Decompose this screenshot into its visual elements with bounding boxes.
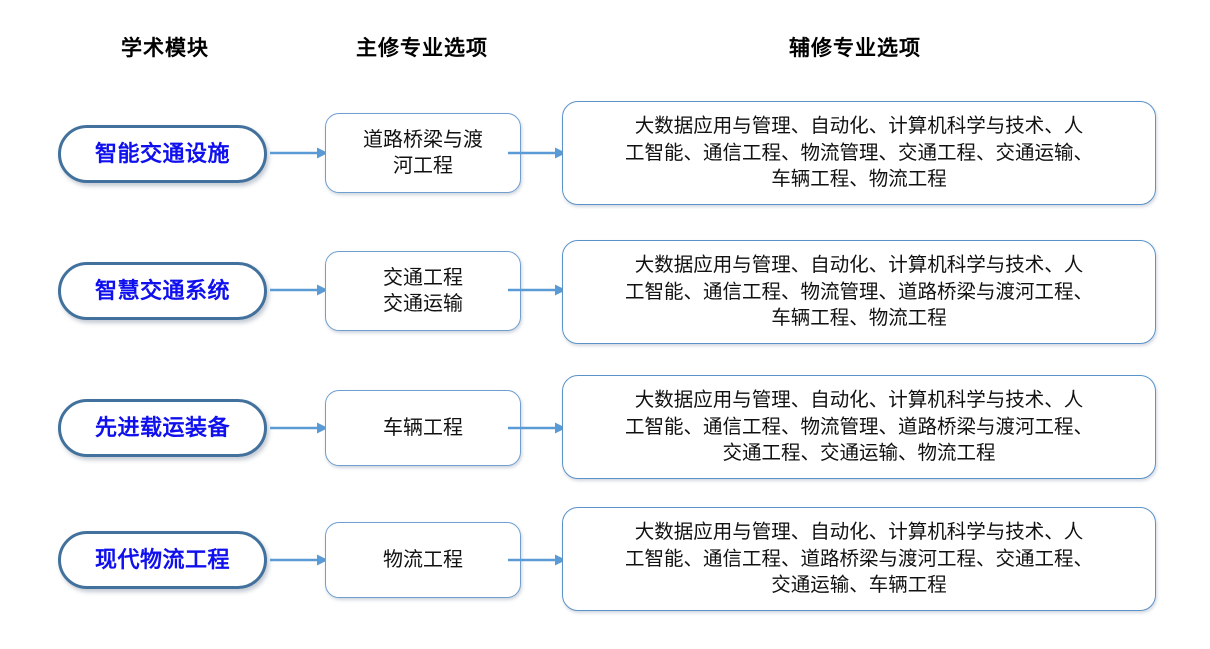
minor-option-box[interactable]: 大数据应用与管理、自动化、计算机科学与技术、人工智能、通信工程、物流管理、道路桥… bbox=[562, 240, 1156, 344]
arrow-right-icon bbox=[270, 553, 328, 567]
arrow-right-icon bbox=[270, 421, 328, 435]
arrow-right-icon bbox=[508, 146, 566, 160]
minor-option-line: 车辆工程、物流工程 bbox=[771, 168, 947, 191]
minor-option-line: 工智能、通信工程、物流管理、道路桥梁与渡河工程、 bbox=[624, 415, 1093, 438]
arrow-right-icon bbox=[508, 553, 566, 567]
major-option-line: 河工程 bbox=[393, 155, 453, 177]
major-option-box[interactable]: 物流工程 bbox=[325, 522, 521, 598]
minor-option-line: 大数据应用与管理、自动化、计算机科学与技术、人 bbox=[634, 115, 1084, 138]
major-option-line: 车辆工程 bbox=[383, 416, 463, 439]
major-option-line: 交通运输 bbox=[383, 293, 463, 315]
major-option-line: 道路桥梁与渡 bbox=[363, 128, 483, 151]
minor-option-box[interactable]: 大数据应用与管理、自动化、计算机科学与技术、人工智能、通信工程、物流管理、道路桥… bbox=[562, 375, 1156, 479]
minor-option-line: 工智能、通信工程、道路桥梁与渡河工程、交通工程、 bbox=[624, 547, 1093, 570]
academic-module-label: 现代物流工程 bbox=[94, 547, 230, 572]
major-option-line: 物流工程 bbox=[383, 548, 463, 571]
arrow-right-icon bbox=[270, 283, 328, 297]
minor-option-line: 大数据应用与管理、自动化、计算机科学与技术、人 bbox=[634, 521, 1084, 544]
academic-module-label: 先进载运装备 bbox=[94, 415, 230, 440]
minor-option-line: 工智能、通信工程、物流管理、交通工程、交通运输、 bbox=[624, 141, 1093, 164]
major-option-box[interactable]: 车辆工程 bbox=[325, 390, 521, 466]
academic-module-label: 智能交通设施 bbox=[94, 141, 230, 166]
column-header-minor: 辅修专业选项 bbox=[789, 37, 921, 60]
arrow-right-icon bbox=[508, 421, 566, 435]
minor-option-line: 工智能、通信工程、物流管理、道路桥梁与渡河工程、 bbox=[624, 280, 1093, 303]
minor-option-line: 交通运输、车辆工程 bbox=[771, 574, 947, 597]
minor-option-line: 车辆工程、物流工程 bbox=[771, 307, 947, 330]
minor-option-box[interactable]: 大数据应用与管理、自动化、计算机科学与技术、人工智能、通信工程、物流管理、交通工… bbox=[562, 101, 1156, 205]
minor-option-line: 大数据应用与管理、自动化、计算机科学与技术、人 bbox=[634, 254, 1084, 277]
academic-module-label: 智慧交通系统 bbox=[94, 278, 230, 303]
academic-module-pill[interactable]: 现代物流工程 bbox=[58, 531, 267, 589]
minor-option-line: 交通工程、交通运输、物流工程 bbox=[722, 442, 996, 465]
academic-module-pill[interactable]: 先进载运装备 bbox=[58, 399, 267, 457]
academic-module-pill[interactable]: 智能交通设施 bbox=[58, 125, 267, 183]
major-option-box[interactable]: 道路桥梁与渡河工程 bbox=[325, 113, 521, 193]
major-option-box[interactable]: 交通工程交通运输 bbox=[325, 251, 521, 331]
academic-module-pill[interactable]: 智慧交通系统 bbox=[58, 262, 267, 320]
column-header-module: 学术模块 bbox=[121, 37, 209, 60]
arrow-right-icon bbox=[270, 146, 328, 160]
minor-option-line: 大数据应用与管理、自动化、计算机科学与技术、人 bbox=[634, 389, 1084, 412]
arrow-right-icon bbox=[508, 283, 566, 297]
minor-option-box[interactable]: 大数据应用与管理、自动化、计算机科学与技术、人工智能、通信工程、道路桥梁与渡河工… bbox=[562, 507, 1156, 611]
column-header-major: 主修专业选项 bbox=[356, 37, 488, 60]
major-option-line: 交通工程 bbox=[383, 266, 463, 289]
